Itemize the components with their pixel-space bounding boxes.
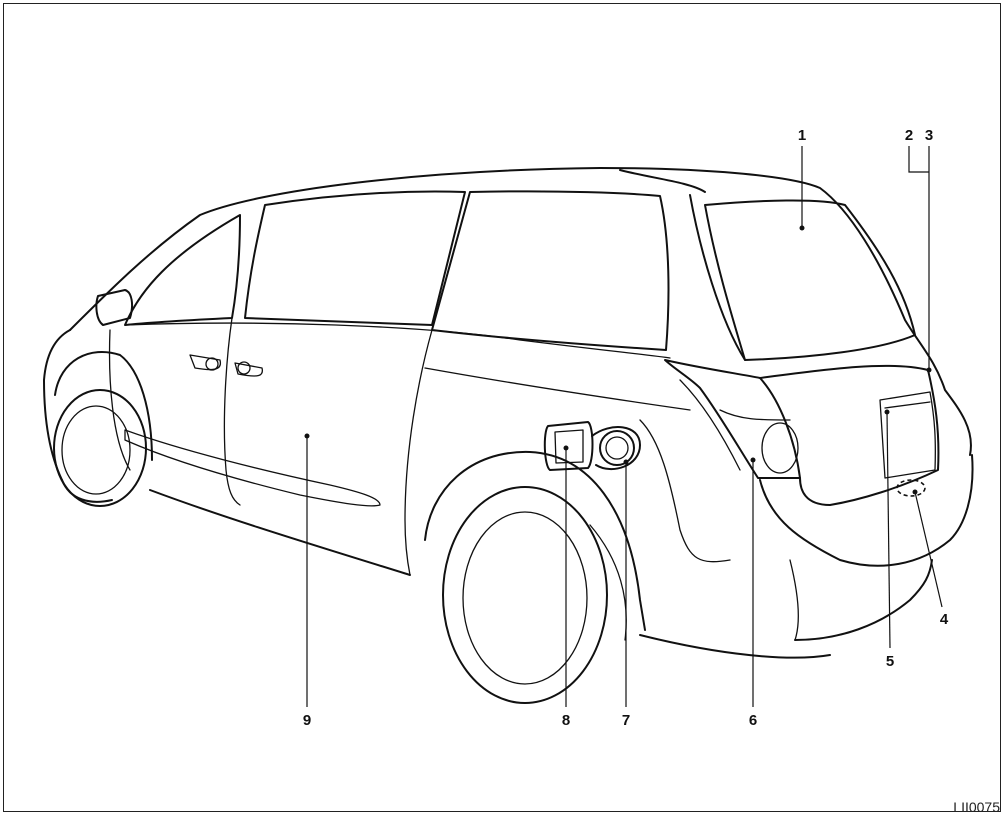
callout-4: 4: [940, 611, 949, 628]
leader-lines: [304, 146, 943, 707]
callout-9: 9: [303, 712, 311, 729]
callout-3: 3: [925, 127, 933, 144]
vehicle-outline: [43, 167, 974, 704]
callout-labels: 1 2 3 4 5 6 7 8 9: [303, 127, 949, 729]
callout-8: 8: [562, 712, 570, 729]
callout-5: 5: [886, 653, 894, 670]
callout-7: 7: [622, 712, 630, 729]
callout-1: 1: [798, 127, 806, 144]
callout-6: 6: [749, 712, 757, 729]
callout-2: 2: [905, 127, 913, 144]
figure-frame: [3, 3, 1001, 812]
figure-code: LII0075: [953, 799, 1000, 815]
